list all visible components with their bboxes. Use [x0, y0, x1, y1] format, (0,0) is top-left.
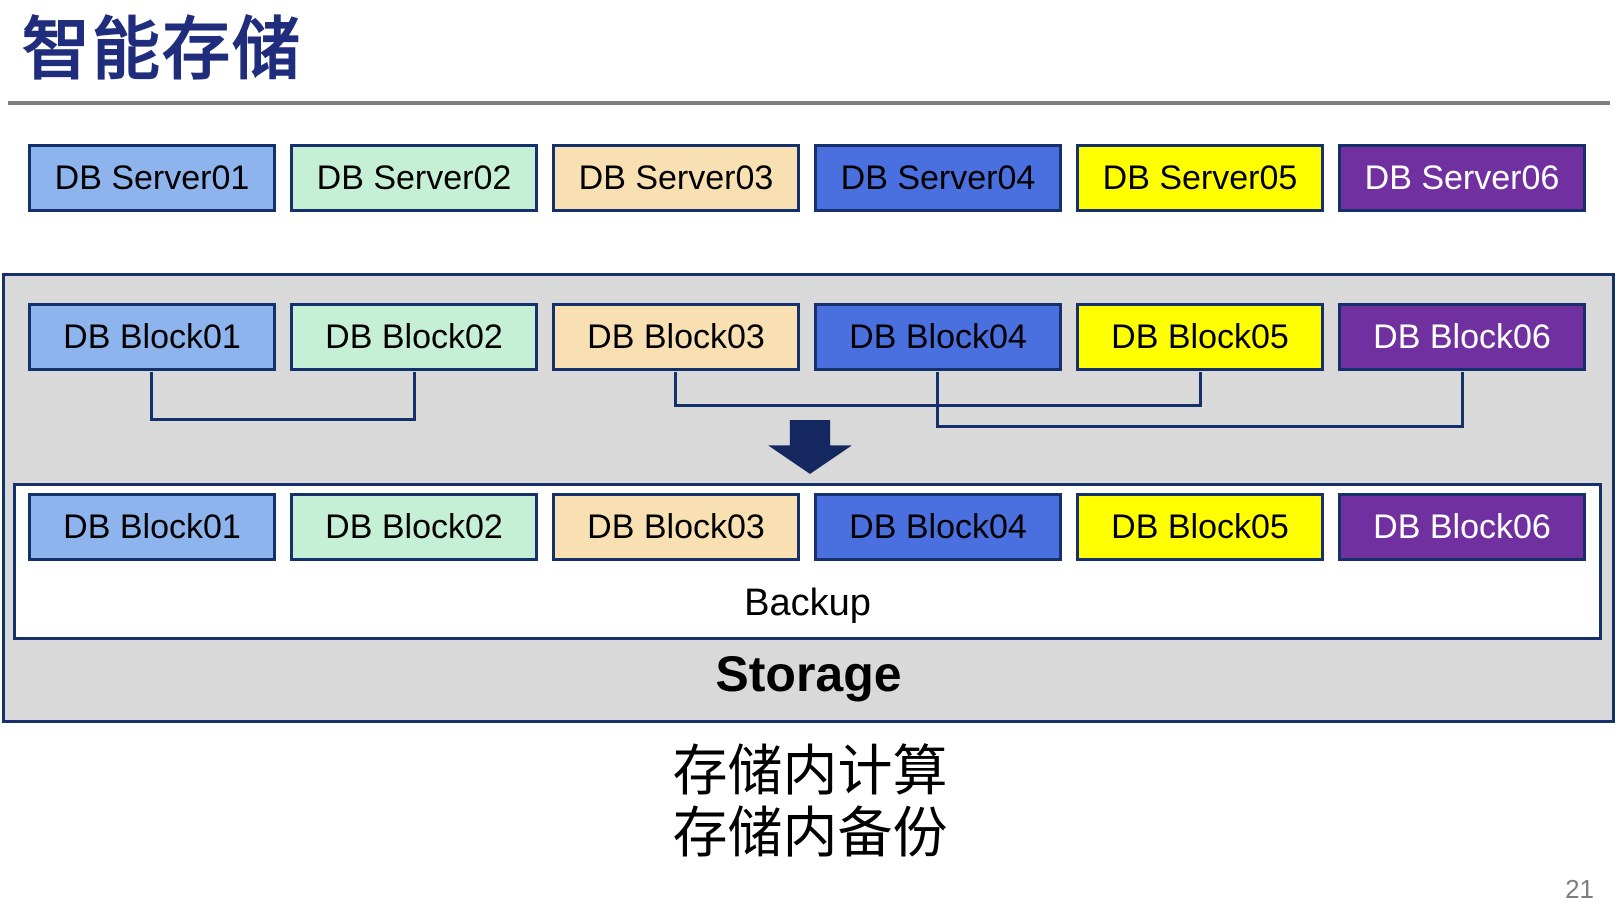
db-server-box-5: DB Server05 [1076, 144, 1324, 212]
db-block-top-5: DB Block05 [1076, 303, 1324, 371]
db-server-box-2: DB Server02 [290, 144, 538, 212]
caption-text: 存储内计算 存储内备份 [0, 740, 1620, 864]
db-block-bottom-1: DB Block01 [28, 493, 276, 561]
db-block-top-6: DB Block06 [1338, 303, 1586, 371]
connector-block04-block06 [936, 372, 1464, 428]
db-server-box-1: DB Server01 [28, 144, 276, 212]
connector-block01-block02 [150, 372, 416, 421]
db-block-bottom-3: DB Block03 [552, 493, 800, 561]
db-server-box-4: DB Server04 [814, 144, 1062, 212]
db-block-top-1: DB Block01 [28, 303, 276, 371]
page-number: 21 [1565, 874, 1594, 904]
db-block-bottom-2: DB Block02 [290, 493, 538, 561]
db-block-bottom-6: DB Block06 [1338, 493, 1586, 561]
backup-label: Backup [744, 582, 871, 624]
backup-box [13, 483, 1602, 640]
db-block-bottom-5: DB Block05 [1076, 493, 1324, 561]
caption-line-2: 存储内备份 [672, 802, 948, 864]
db-block-top-2: DB Block02 [290, 303, 538, 371]
db-server-box-6: DB Server06 [1338, 144, 1586, 212]
db-block-top-3: DB Block03 [552, 303, 800, 371]
title-divider [8, 101, 1610, 105]
db-server-box-3: DB Server03 [552, 144, 800, 212]
page-title: 智能存储 [22, 12, 303, 88]
db-block-bottom-4: DB Block04 [814, 493, 1062, 561]
db-block-top-4: DB Block04 [814, 303, 1062, 371]
caption-line-1: 存储内计算 [672, 740, 948, 802]
storage-label: Storage [715, 646, 902, 702]
